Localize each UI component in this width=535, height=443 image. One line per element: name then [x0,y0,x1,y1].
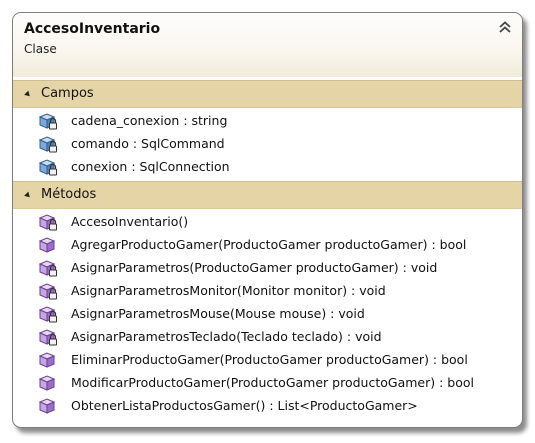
method-label: EliminarProductoGamer(ProductoGamer prod… [71,352,468,367]
section-title-fields: Campos [41,86,94,101]
method-label: AgregarProductoGamer(ProductoGamer produ… [71,237,467,252]
method-label: AccesoInventario() [71,214,189,229]
public-method-icon [39,375,55,391]
method-label: ObtenerListaProductosGamer() : List<Prod… [71,398,418,413]
field-label: cadena_conexion : string [71,113,228,128]
method-item[interactable]: AccesoInventario() [13,211,522,234]
field-item[interactable]: conexion : SqlConnection [13,156,522,179]
public-method-icon [39,237,55,253]
public-method-icon [39,398,55,414]
private-method-icon [39,306,58,323]
field-label: conexion : SqlConnection [71,159,230,174]
method-item[interactable]: ObtenerListaProductosGamer() : List<Prod… [13,395,522,418]
class-shape[interactable]: AccesoInventario Clase Campos cadena_con… [12,12,523,428]
method-label: AsignarParametros(ProductoGamer producto… [71,260,438,275]
class-kind: Clase [24,42,57,56]
field-item[interactable]: comando : SqlCommand [13,133,522,156]
method-label: ModificarProductoGamer(ProductoGamer pro… [71,375,474,390]
field-item[interactable]: cadena_conexion : string [13,110,522,133]
private-method-icon [39,260,58,277]
method-label: AsignarParametrosMonitor(Monitor monitor… [71,283,386,298]
private-field-icon [39,136,58,153]
section-header-methods[interactable]: Métodos [13,181,522,209]
expand-triangle-icon [24,90,32,99]
collapse-chevron-icon[interactable] [497,19,513,35]
method-item[interactable]: AgregarProductoGamer(ProductoGamer produ… [13,234,522,257]
public-method-icon [39,352,55,368]
method-item[interactable]: EliminarProductoGamer(ProductoGamer prod… [13,349,522,372]
private-method-icon [39,283,58,300]
method-item[interactable]: AsignarParametrosMouse(Mouse mouse) : vo… [13,303,522,326]
private-method-icon [39,329,58,346]
private-method-icon [39,214,58,231]
class-header: AccesoInventario Clase [13,13,522,77]
method-item[interactable]: AsignarParametrosTeclado(Teclado teclado… [13,326,522,349]
method-label: AsignarParametrosTeclado(Teclado teclado… [71,329,382,344]
method-label: AsignarParametrosMouse(Mouse mouse) : vo… [71,306,365,321]
method-item[interactable]: ModificarProductoGamer(ProductoGamer pro… [13,372,522,395]
class-name: AccesoInventario [24,21,161,37]
method-item[interactable]: AsignarParametrosMonitor(Monitor monitor… [13,280,522,303]
section-title-methods: Métodos [41,187,97,202]
expand-triangle-icon [24,191,32,200]
method-item[interactable]: AsignarParametros(ProductoGamer producto… [13,257,522,280]
section-header-fields[interactable]: Campos [13,80,522,108]
private-field-icon [39,159,58,176]
field-label: comando : SqlCommand [71,136,225,151]
private-field-icon [39,113,58,130]
